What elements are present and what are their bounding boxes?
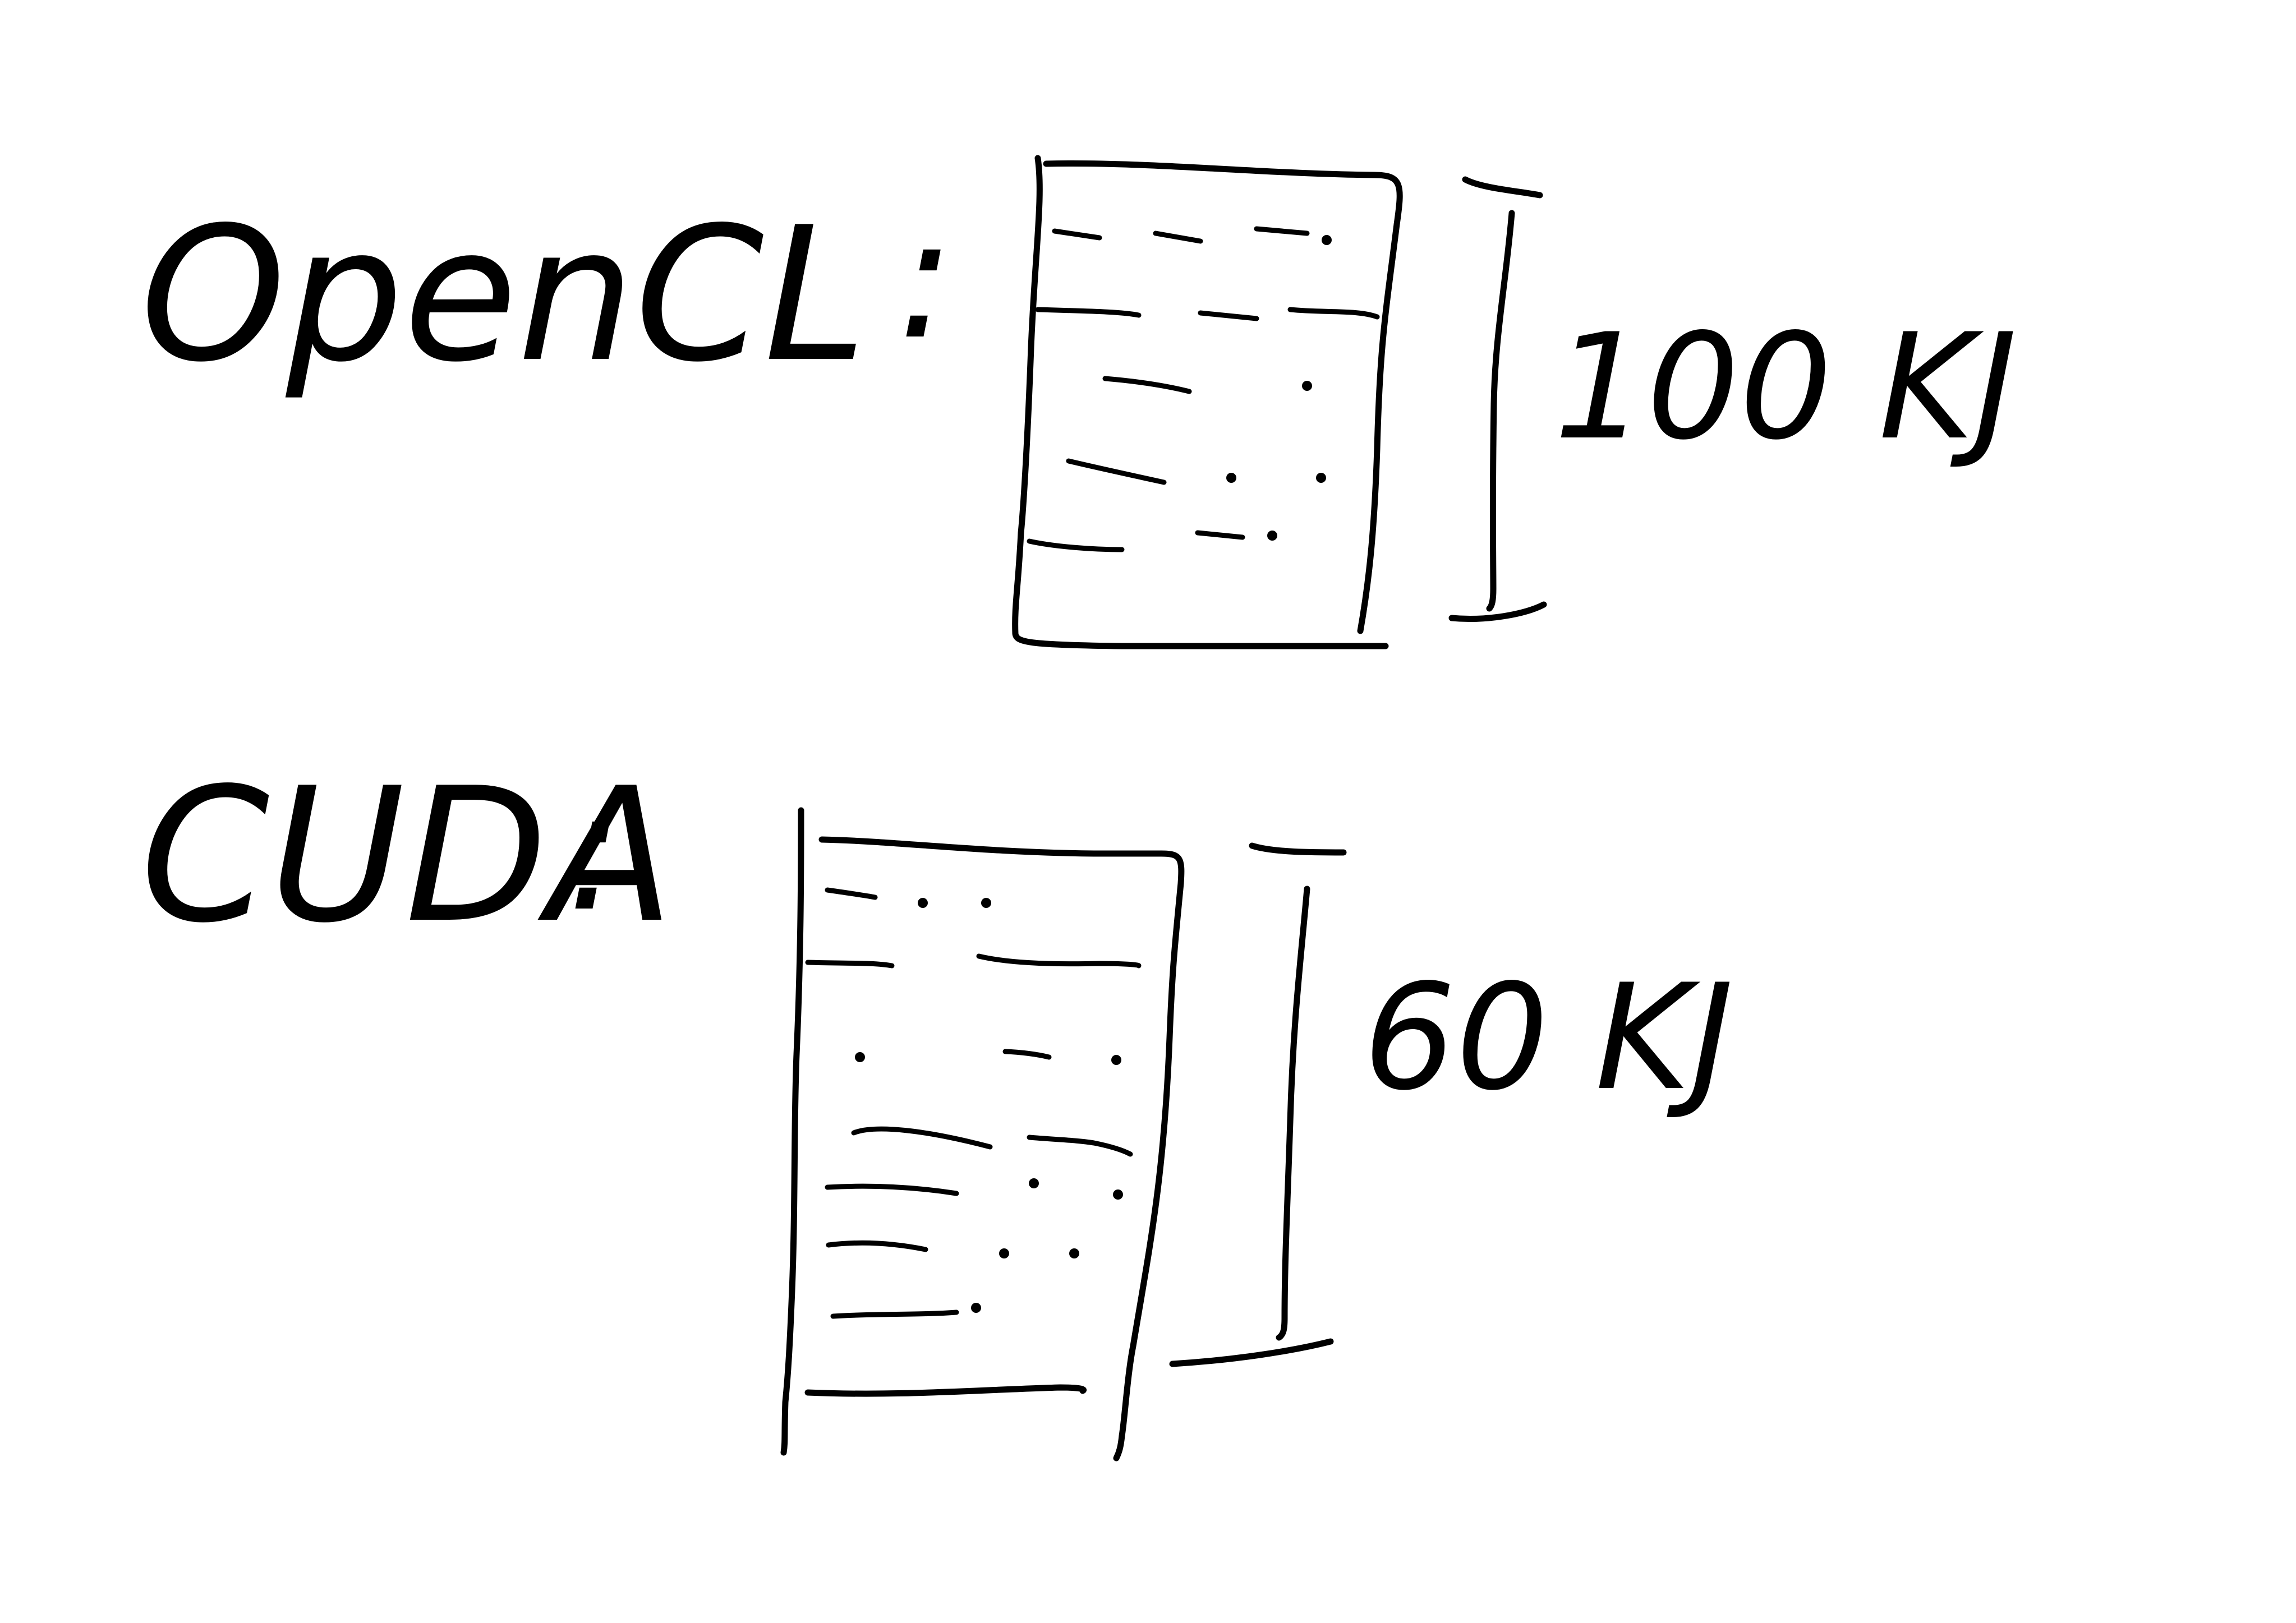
- opencl-section: OpenCL : 100 KJ: [140, 155, 2017, 649]
- opencl-annotation: 100 KJ: [1554, 303, 2017, 472]
- opencl-code-lines: [1027, 226, 1380, 552]
- cuda-code-box: [780, 807, 804, 1456]
- opencl-separator: :: [898, 181, 954, 376]
- cuda-separator: :: [567, 753, 623, 948]
- cuda-annotation: 60 KJ: [1363, 953, 1734, 1123]
- cuda-label: CUDA: [140, 748, 674, 963]
- opencl-code-box-top-right: [1043, 160, 1403, 634]
- opencl-label: OpenCL: [140, 187, 867, 403]
- cuda-code-lines: [805, 887, 1142, 1319]
- cuda-code-box-bottom: [804, 1384, 1087, 1397]
- opencl-code-box: [1012, 155, 1389, 649]
- opencl-size-bracket: [1448, 176, 1547, 622]
- cuda-section: CUDA :: [140, 748, 1734, 1461]
- cuda-size-bracket: [1169, 842, 1347, 1367]
- cuda-code-box-top-right: [818, 836, 1185, 1461]
